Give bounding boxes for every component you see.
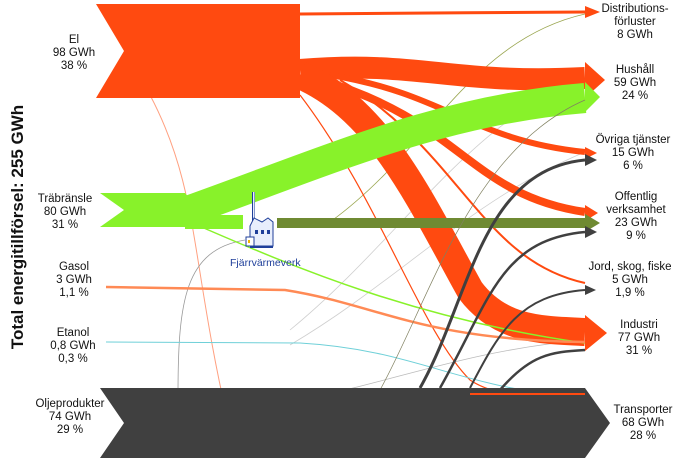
arrow-trabransle [100,193,195,227]
flow-transporter-el-strip [470,393,585,395]
source-name: Gasol [58,261,90,273]
source-share: 29 % [56,424,84,436]
target-label-hushall: Hushåll 59 GWh 24 % [600,64,670,103]
target-label-transporter: Transporter 68 GWh 28 % [608,404,678,443]
source-share: 1,1 % [59,287,89,299]
target-name-line: Offentlig [614,191,658,203]
source-name: Etanol [56,327,90,339]
flow-olja-industri [499,348,586,391]
source-share: 31 % [51,219,79,231]
target-name-line: förluster [614,16,656,28]
target-value: 23 GWh [614,217,658,229]
source-value: 0,8 GWh [50,340,96,352]
source-share: 0,3 % [58,353,88,365]
plant-label: Fjärrvärmeverk [230,257,301,269]
flow-gasol-industri [105,285,586,344]
target-share: 28 % [629,430,657,442]
source-value: 3 GWh [56,274,92,286]
source-name: Oljeprodukter [35,398,105,410]
target-share: 31 % [625,345,653,357]
flow-trabransle-fjarrvarme [185,215,243,229]
source-value: 74 GWh [48,411,92,423]
source-label-etanol: Etanol 0,8 GWh 0,3 % [40,327,106,366]
target-value: 15 GWh [611,147,655,159]
flow-fjarrvarme-offentlig [277,218,585,228]
target-value: 8 GWh [617,29,653,41]
target-name-line: Övriga tjänster [595,134,671,146]
target-share: 1,9 % [615,287,645,299]
flow-olja-tjanster [418,158,586,389]
target-name-line: Jord, skog, fiske [588,261,672,273]
flow-trabransle-industri [189,221,586,344]
arrowhead-olja-jord [585,285,596,295]
target-value: 77 GWh [617,332,661,344]
target-value: 59 GWh [613,77,657,89]
source-name: El [68,34,80,46]
target-label-jord: Jord, skog, fiske 5 GWh 1,9 % [582,261,678,300]
target-label-ovriga-tjanster: Övriga tjänster 15 GWh 6 % [588,134,678,173]
arrowhead-el-industri [585,315,607,351]
target-name-line: Industri [620,319,658,331]
source-value: 98 GWh [52,47,96,59]
flow-olja-jord [469,289,586,389]
target-value: 68 GWh [621,417,665,429]
flow-el-hushall [299,56,586,91]
source-label-olja: Oljeprodukter 74 GWh 29 % [30,398,110,437]
arrowhead-olja-offentlig [585,226,597,238]
source-share: 38 % [60,60,88,72]
factory-icon [245,192,274,248]
target-name-line: Transporter [613,404,673,416]
target-label-industri: Industri 77 GWh 31 % [606,319,672,358]
target-name-line: Distributions- [601,3,669,15]
arrow-olja [100,388,610,458]
target-name-line: Hushåll [615,64,655,76]
flow-trabransle-hushall [184,83,587,225]
source-label-gasol: Gasol 3 GWh 1,1 % [46,261,102,300]
total-supply-title: Total energitillförsel: 255 GWh [8,104,27,350]
target-share: 9 % [626,230,646,242]
source-label-el: El 98 GWh 38 % [46,34,102,73]
target-share: 24 % [621,90,649,102]
flow-el-jord [339,79,586,284]
source-name: Träbränsle [37,193,93,205]
arrow-el [96,4,300,98]
target-name-line: verksamhet [606,204,666,216]
flow-olja-thin-1 [177,239,246,396]
target-label-offentlig: Offentlig verksamhet 23 GWh 9 % [596,191,676,243]
flow-el-distribution [299,10,586,16]
target-label-distribution: Distributions- förluster 8 GWh [592,3,678,42]
arrowhead-el-distribution [585,6,600,18]
target-value: 5 GWh [612,274,648,286]
flow-el-industri [294,62,586,346]
flow-olja-offentlig [438,230,586,389]
arrowhead-trabransle-hushall [585,82,600,112]
flow-fjarr-distribution [329,13,586,223]
arrowhead-fjarrvarme [585,214,600,232]
target-share: 6 % [623,160,643,172]
flow-el-distribution-thin [149,94,231,431]
flow-el-offentlig [318,76,586,216]
flow-olja-hushall [379,99,586,391]
source-label-trabransle: Träbränsle 80 GWh 31 % [30,193,100,232]
arrowhead-olja-tjanster [585,154,597,166]
source-value: 80 GWh [43,206,87,218]
